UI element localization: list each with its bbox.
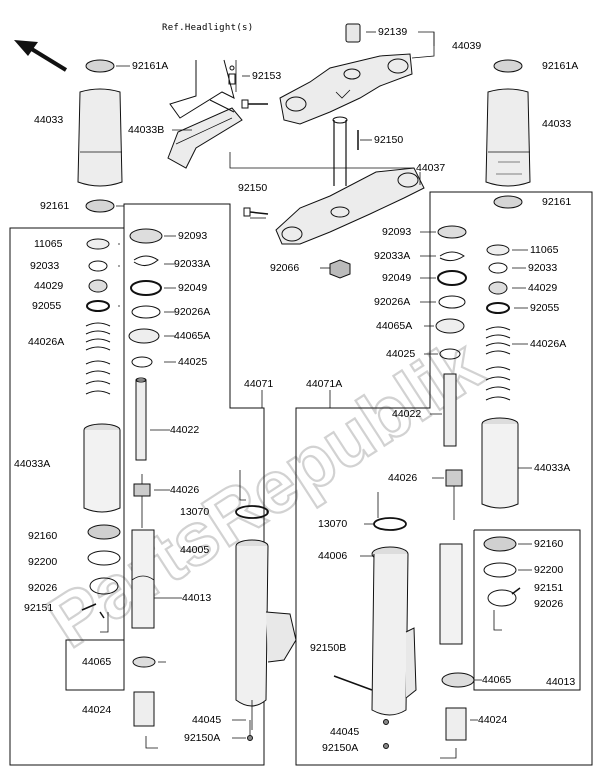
label-92049-left: 92049 bbox=[178, 282, 208, 294]
label-44045-right: 44045 bbox=[330, 726, 360, 738]
label-92026A-left: 92026A bbox=[174, 306, 211, 318]
label-44065-left: 44065 bbox=[82, 656, 112, 668]
label-44033-right: 44033 bbox=[542, 118, 572, 130]
label-44026-right: 44026 bbox=[388, 472, 418, 484]
label-92160-right: 92160 bbox=[534, 538, 564, 550]
label-92160-left: 92160 bbox=[28, 530, 58, 542]
label-44029-right: 44029 bbox=[528, 282, 558, 294]
label-44039: 44039 bbox=[452, 40, 482, 52]
reference-note-headlight: Ref.Headlight(s) bbox=[162, 23, 254, 33]
label-44037: 44037 bbox=[416, 162, 446, 174]
label-44065-right: 44065 bbox=[482, 674, 512, 686]
label-92066: 92066 bbox=[270, 262, 300, 274]
front-arrow-icon bbox=[14, 40, 68, 72]
label-92055-left: 92055 bbox=[32, 300, 62, 312]
label-92161-right: 92161 bbox=[542, 196, 572, 208]
upper-triple-clamp bbox=[279, 23, 413, 125]
label-44026A-left: 44026A bbox=[28, 336, 65, 348]
label-44065A-right: 44065A bbox=[376, 320, 413, 332]
label-44022-left: 44022 bbox=[170, 424, 200, 436]
label-92033-left: 92033 bbox=[30, 260, 60, 272]
right-fork-small-parts bbox=[481, 244, 532, 631]
label-92151-left: 92151 bbox=[24, 602, 54, 614]
left-fork-upper-cover bbox=[77, 59, 130, 213]
label-44045-left: 44045 bbox=[192, 714, 222, 726]
left-fork-group-frame bbox=[9, 203, 265, 766]
group-leader-lines bbox=[261, 390, 331, 408]
label-44025-left: 44025 bbox=[178, 356, 208, 368]
label-44022-right: 44022 bbox=[392, 408, 422, 420]
label-44033B: 44033B bbox=[128, 124, 165, 136]
label-92026-left: 92026 bbox=[28, 582, 58, 594]
label-13070-left: 13070 bbox=[180, 506, 210, 518]
label-92161A-left: 92161A bbox=[132, 60, 169, 72]
label-92026-right: 92026 bbox=[534, 598, 564, 610]
label-92026A-right: 92026A bbox=[374, 296, 411, 308]
label-11065-right: 11065 bbox=[530, 244, 559, 256]
right-fork-group-frame bbox=[295, 191, 593, 766]
label-44025-right: 44025 bbox=[386, 348, 416, 360]
label-92151-right: 92151 bbox=[534, 582, 564, 594]
label-44026A-right: 44026A bbox=[530, 338, 567, 350]
label-92033-right: 92033 bbox=[528, 262, 558, 274]
label-92049-right: 92049 bbox=[382, 272, 412, 284]
label-44029-left: 44029 bbox=[34, 280, 64, 292]
label-11065-left: 11065 bbox=[34, 238, 63, 250]
lower-triple-clamp-stem bbox=[243, 116, 425, 279]
label-92200-left: 92200 bbox=[28, 556, 58, 568]
label-92139: 92139 bbox=[378, 26, 408, 38]
label-44065A-left: 44065A bbox=[174, 330, 211, 342]
label-92033A-left: 92033A bbox=[174, 258, 211, 270]
label-44033-left: 44033 bbox=[34, 114, 64, 126]
label-44033A-right: 44033A bbox=[534, 462, 571, 474]
label-44024-left: 44024 bbox=[82, 704, 112, 716]
label-92150-mid: 92150 bbox=[238, 182, 268, 194]
label-44071A: 44071A bbox=[306, 378, 343, 390]
label-44013-right: 44013 bbox=[546, 676, 576, 688]
label-44024-right: 44024 bbox=[478, 714, 508, 726]
label-44071: 44071 bbox=[244, 378, 274, 390]
label-92150B: 92150B bbox=[310, 642, 347, 654]
label-92161-left: 92161 bbox=[40, 200, 70, 212]
label-92153: 92153 bbox=[252, 70, 282, 82]
left-fork-rod-parts bbox=[128, 228, 182, 749]
label-92093-left: 92093 bbox=[178, 230, 208, 242]
label-92033A-right: 92033A bbox=[374, 250, 411, 262]
label-92150A-right: 92150A bbox=[322, 742, 359, 754]
left-outer-tube bbox=[232, 470, 297, 741]
label-92150A-left: 92150A bbox=[184, 732, 221, 744]
label-44033A-left: 44033A bbox=[14, 458, 51, 470]
left-fork-small-parts bbox=[81, 238, 121, 633]
left-cartridge-bracket bbox=[65, 228, 125, 691]
right-fork-upper-cover bbox=[485, 59, 531, 209]
right-outer-tube bbox=[333, 492, 417, 749]
top-leader-lines bbox=[172, 31, 435, 269]
right-cartridge-bracket bbox=[473, 529, 581, 691]
headlight-bracket-assembly bbox=[167, 59, 268, 169]
label-44013-left: 44013 bbox=[182, 592, 212, 604]
label-44006: 44006 bbox=[318, 550, 348, 562]
label-92055-right: 92055 bbox=[530, 302, 560, 314]
label-92093-right: 92093 bbox=[382, 226, 412, 238]
label-92150-top: 92150 bbox=[374, 134, 404, 146]
label-92200-right: 92200 bbox=[534, 564, 564, 576]
label-92161A-right: 92161A bbox=[542, 60, 579, 72]
label-44005: 44005 bbox=[180, 544, 210, 556]
right-fork-rod-parts bbox=[420, 225, 482, 759]
label-13070-right: 13070 bbox=[318, 518, 348, 530]
label-44026-left: 44026 bbox=[170, 484, 200, 496]
